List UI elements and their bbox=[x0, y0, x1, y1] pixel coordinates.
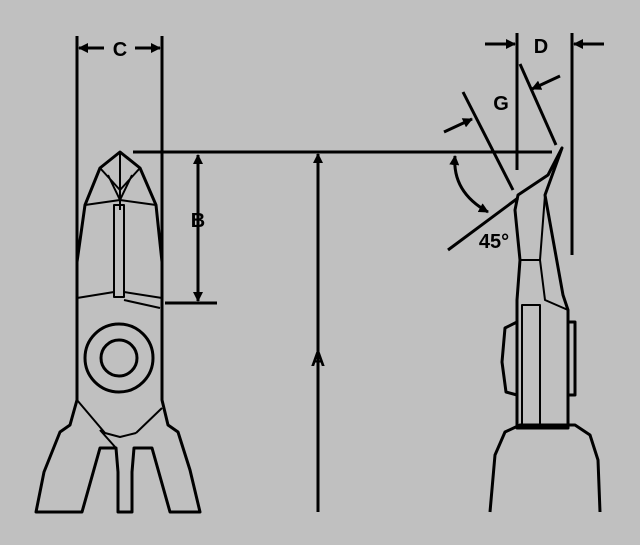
jaw-facets bbox=[84, 152, 157, 210]
side-pivot-block bbox=[521, 304, 541, 429]
dimension-g-arrow-right bbox=[531, 74, 561, 91]
dimension-lines bbox=[75, 33, 604, 512]
side-pivot-cap-left bbox=[500, 320, 518, 397]
label-c: C bbox=[113, 39, 127, 61]
front-view-plier bbox=[34, 150, 202, 514]
plier-head-outline bbox=[34, 150, 202, 514]
dimension-g-ext-right bbox=[518, 63, 558, 146]
jaw-split bbox=[113, 204, 125, 298]
pivot-inner bbox=[99, 338, 139, 378]
label-b: B bbox=[191, 210, 205, 232]
dimension-g-ext-left bbox=[461, 91, 515, 191]
pivot-outer bbox=[83, 322, 155, 394]
label-angle: 45° bbox=[479, 231, 509, 253]
angle-arc bbox=[449, 155, 489, 214]
dimension-g-arrow-left bbox=[443, 117, 473, 134]
side-view-plier bbox=[488, 146, 602, 513]
side-jaw-outline bbox=[513, 146, 570, 430]
side-jaw-inner bbox=[520, 194, 569, 311]
side-handle bbox=[488, 423, 602, 513]
dimension-labels: A B C D G 45° bbox=[113, 36, 548, 371]
label-a: A bbox=[311, 349, 325, 371]
label-g: G bbox=[493, 93, 509, 115]
side-pivot-cap-right bbox=[568, 320, 577, 397]
label-d: D bbox=[534, 36, 548, 58]
angle-reference-line bbox=[447, 196, 519, 252]
blade-edge bbox=[76, 291, 163, 309]
lower-facets bbox=[76, 399, 163, 449]
